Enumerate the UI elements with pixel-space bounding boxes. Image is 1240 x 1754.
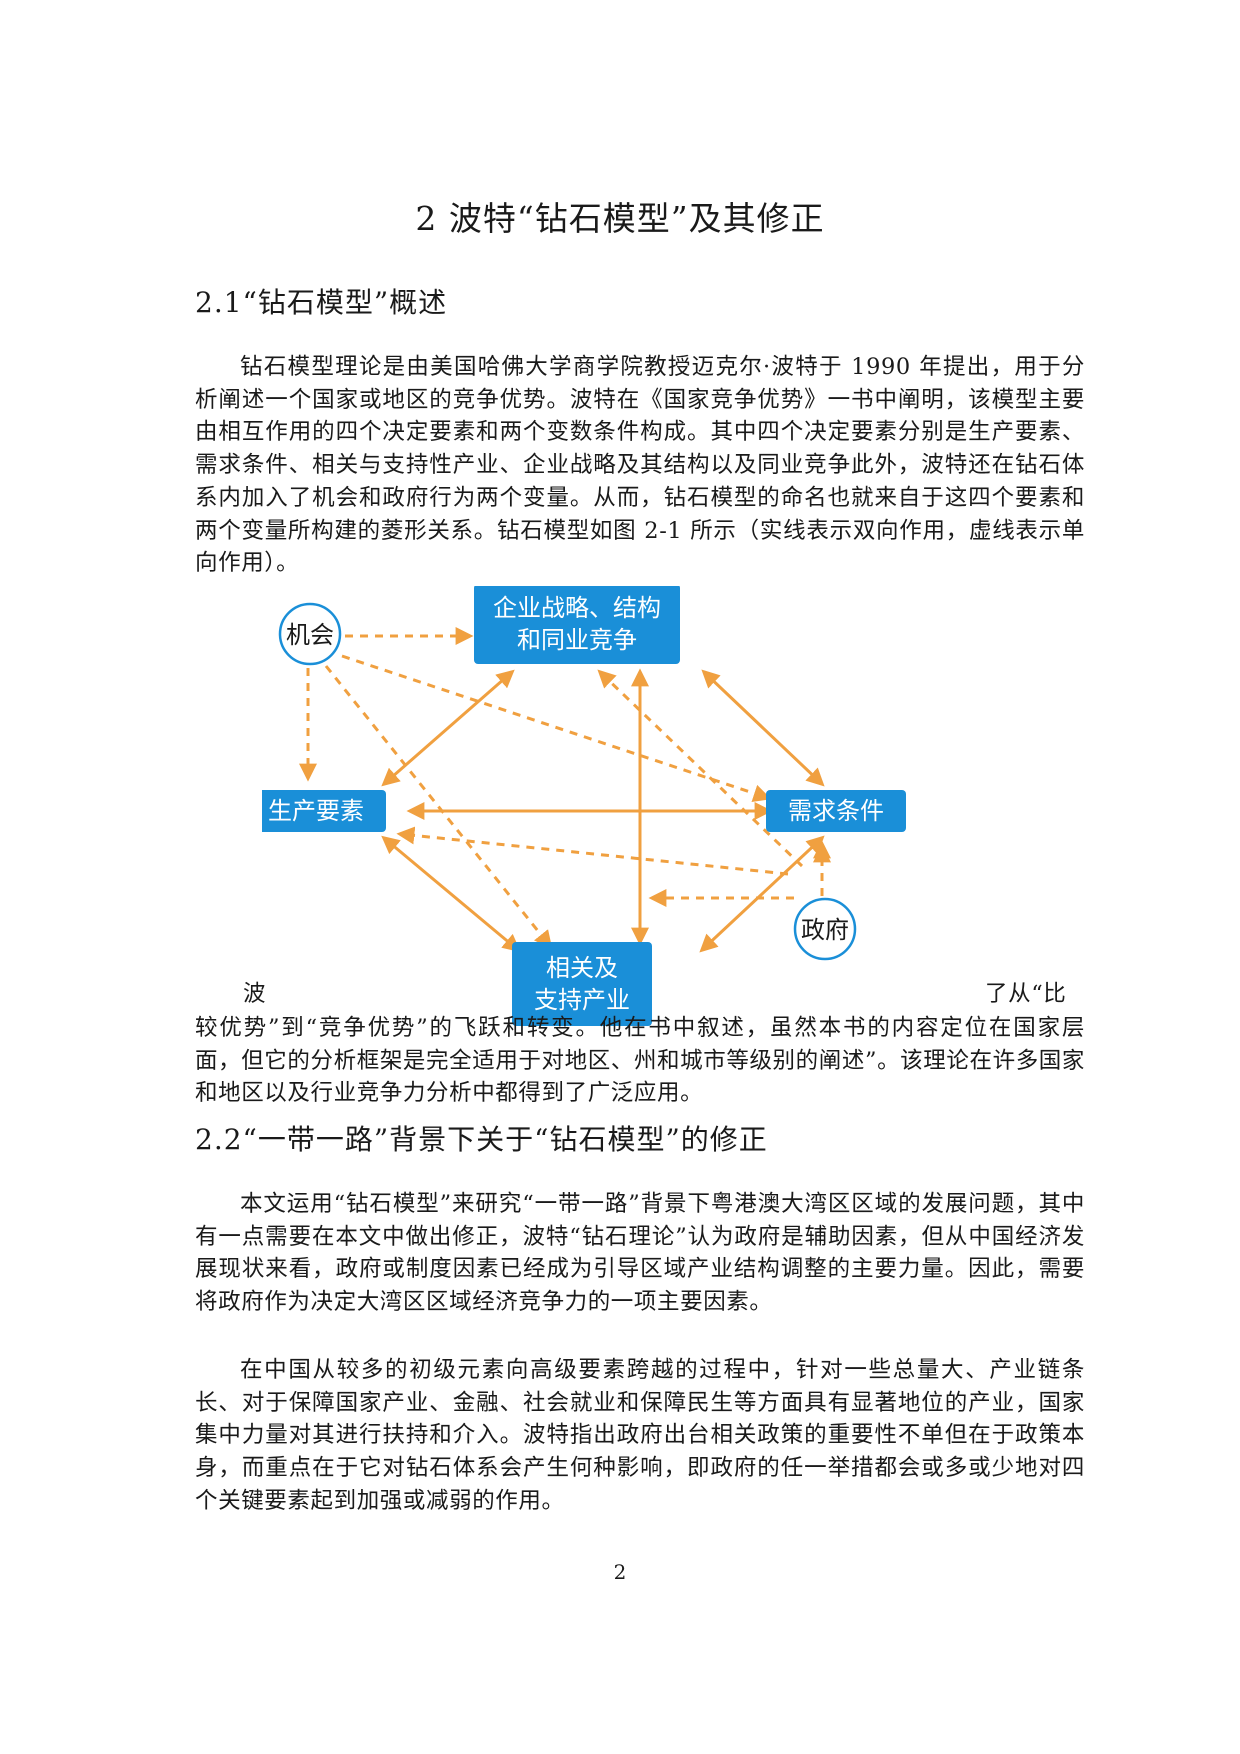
section-2-1-title: 2.1“钻石模型”概述 [195,286,448,319]
arrow-strategy-demand [701,669,825,787]
paragraph-intro: 钻石模型理论是由美国哈佛大学商学院教授迈克尔·波特于 1990 年提出，用于分析… [195,354,1085,577]
arrow-demand-related [699,835,825,953]
arrow-government-strategy [597,669,804,868]
arrow-strategy-factors [381,669,515,787]
node-demand-label: 需求条件 [788,797,884,825]
node-chance-label: 机会 [286,621,334,649]
node-related [512,942,652,1026]
node-government [793,897,857,961]
node-related-label-2: 支持产业 [534,986,630,1014]
arrow-chance-demand [341,654,772,802]
paragraph-4: 在中国从较多的初级元素向高级要素跨越的过程中，针对一些总量大、产业链条长、对于保… [195,1357,1085,1514]
diamond-model-diagram: 企业战略、结构 和同业竞争 生产要素 需求条件 相关及 支持产业 机会 政府 [246,584,906,1026]
node-strategy-label-1: 企业战略、结构 [493,594,661,622]
diamond-model-figure: 企业战略、结构 和同业竞争 生产要素 需求条件 相关及 支持产业 机会 政府 [246,584,1002,1026]
arrow-government-factors [396,826,789,876]
paragraph-2-fragment-right: 了从“比 [985,981,1067,1007]
chapter-title: 2 波特“钻石模型”及其修正 [415,199,825,238]
node-factors [246,790,386,832]
page-number: 2 [613,1560,627,1584]
node-strategy-label-2: 和同业竞争 [517,626,637,654]
paragraph-2-fragment-left: 波 [243,981,267,1007]
node-government-label: 政府 [801,916,849,944]
section-2-2-title: 2.2“一带一路”背景下关于“钻石模型”的修正 [195,1123,768,1156]
node-strategy [474,584,680,664]
arrow-factors-related [381,835,521,953]
node-factors-label: 生产要素 [268,797,364,825]
paragraph-3: 本文运用“钻石模型”来研究“一带一路”背景下粤港澳大湾区区域的发展问题，其中有一… [195,1191,1085,1316]
node-demand [766,790,906,832]
node-related-label-1: 相关及 [546,954,618,982]
node-chance [278,602,342,666]
paragraph-2: 较优势”到“竞争优势”的飞跃和转变。他在书中叙述，虽然本书的内容定位在国家层面，… [195,1015,1085,1107]
